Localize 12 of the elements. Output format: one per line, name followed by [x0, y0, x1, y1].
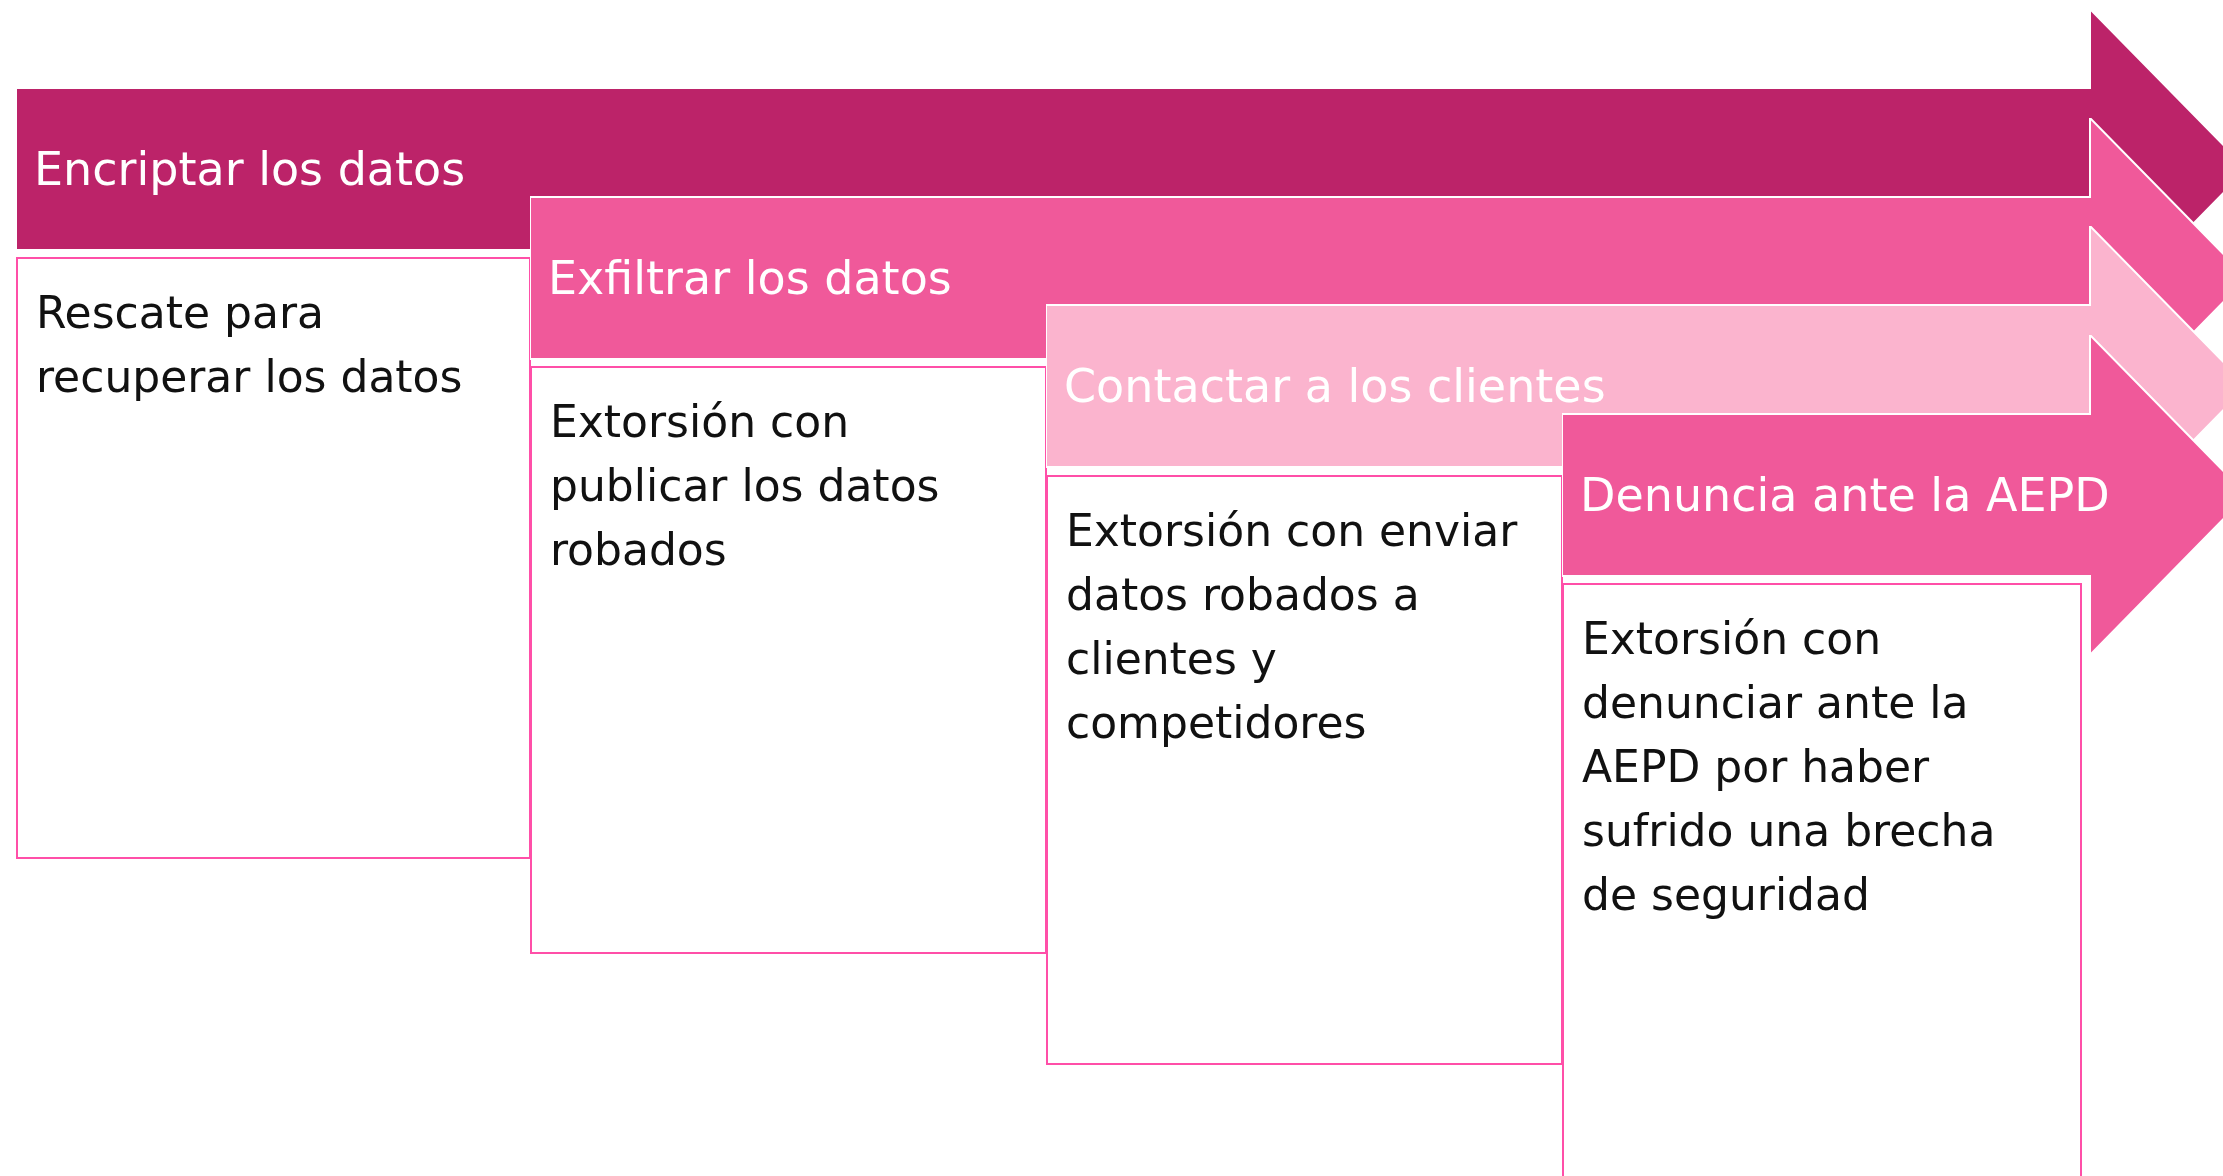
- description-text: Extorsión con enviar datos robados a clientes y competidores: [1066, 504, 1519, 750]
- description-text: Rescate para recuperar los datos: [36, 286, 464, 404]
- text-box: [1046, 475, 1563, 1065]
- description-text: Extorsión con denunciar ante la AEPD por haber sufrido una brecha de seguridad: [1582, 612, 1997, 922]
- text-box: [1562, 583, 2082, 1176]
- description-text: Extorsión con publicar los datos robados: [550, 395, 941, 577]
- arrow-label: Contactar a los clientes: [1064, 358, 1606, 415]
- arrow-label: Exfiltrar los datos: [548, 250, 952, 307]
- arrow-label: Encriptar los datos: [34, 141, 466, 198]
- text-box: [16, 257, 531, 859]
- text-box: [530, 366, 1047, 954]
- arrow-label: Denuncia ante la AEPD: [1580, 467, 2110, 524]
